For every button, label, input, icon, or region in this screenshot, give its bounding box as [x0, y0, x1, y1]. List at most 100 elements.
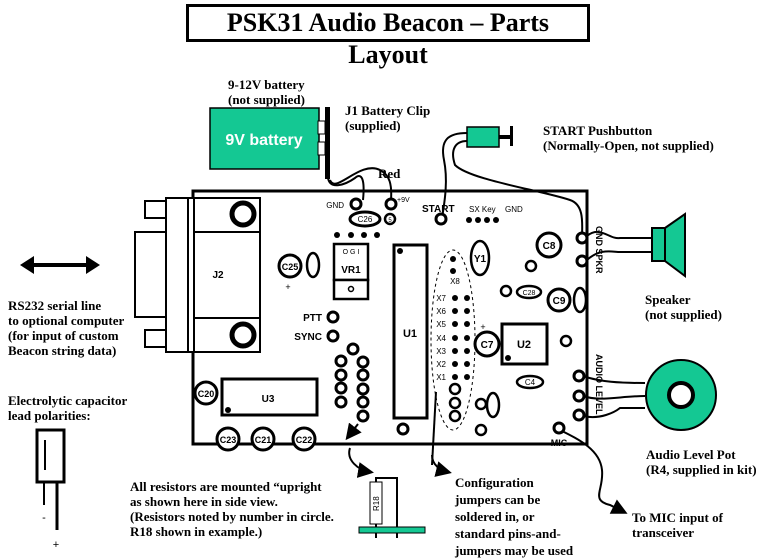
jumper-note-line5: jumpers may be used — [455, 543, 574, 558]
mic-label-line1: To MIC input of — [632, 510, 723, 525]
speaker-label: Speaker(not supplied) — [645, 292, 722, 322]
start-pushbutton — [466, 126, 513, 148]
c7-plus: + — [480, 322, 485, 332]
r5-label: 5 — [388, 218, 392, 224]
u3-chip — [220, 377, 319, 417]
c3-capacitor — [572, 286, 588, 314]
pushbutton-label: START Pushbutton(Normally-Open, not supp… — [543, 123, 714, 153]
resistor-pads — [334, 342, 410, 436]
c22-capacitor — [291, 426, 317, 452]
capacitor-polarity-illustration — [35, 428, 66, 530]
x6-label: X6 — [436, 307, 446, 316]
cap-label-line1: Electrolytic capacitor — [8, 393, 128, 408]
y1-label: Y1 — [474, 254, 487, 265]
c20-label: C20 — [198, 389, 215, 399]
c23-label: C23 — [220, 435, 237, 445]
c8-label: C8 — [543, 241, 556, 252]
r5-resistor — [383, 212, 397, 226]
x4-label: X4 — [436, 334, 446, 343]
battery-label: 9-12V battery(not supplied) — [228, 77, 305, 107]
rs232-label-line1: RS232 serial line — [8, 298, 102, 313]
gnd-label: GND — [326, 201, 344, 210]
c28-label: C28 — [523, 290, 536, 297]
audio-side-label: AUDIO LEVEL — [594, 354, 604, 415]
r18-example: R18 — [348, 447, 426, 538]
ptt-pad — [326, 310, 340, 324]
speaker-wire-1 — [586, 230, 652, 240]
audio-pad-1 — [572, 369, 586, 383]
u2-label: U2 — [517, 339, 531, 351]
mic-wire-arrow — [559, 429, 628, 514]
c8-capacitor — [535, 231, 563, 259]
spkr-side-label: GND SPKR — [594, 226, 604, 274]
red-wire-label: Red — [378, 166, 401, 181]
r18-label: R18 — [372, 496, 381, 511]
resistor-note-line2: as shown here in side view. — [130, 494, 278, 509]
jumper-pins — [450, 256, 470, 380]
cap-label-line2: lead polarities: — [8, 408, 91, 423]
u3-label: U3 — [262, 394, 275, 405]
battery-clip — [325, 107, 330, 179]
pot-wire-3 — [582, 407, 645, 418]
sync-pad — [326, 329, 340, 343]
pot-label-line2: (R4, supplied in kit) — [646, 462, 757, 477]
pot-label: Audio Level Pot(R4, supplied in kit) — [646, 447, 757, 477]
rs232-double-arrow — [20, 256, 100, 274]
c23-capacitor — [215, 426, 241, 452]
audio-level-pot — [645, 359, 717, 431]
start-pad — [434, 212, 448, 226]
cap-minus: - — [42, 512, 46, 524]
x5-label: X5 — [436, 320, 446, 329]
vr1-pins-label: O G I — [343, 249, 360, 256]
pushbutton-label-line2: (Normally-Open, not supplied) — [543, 138, 714, 153]
start-wire-2 — [452, 140, 584, 239]
clip-label-line2: (supplied) — [345, 118, 401, 133]
speaker-wire-2 — [586, 250, 652, 261]
mic-label: MIC — [551, 438, 568, 448]
battery-wire-red — [329, 167, 393, 201]
sxkey-label: SX Key — [469, 205, 496, 214]
page-title: PSK31 Audio Beacon – Parts Layout — [186, 4, 590, 69]
battery-label-line1: 9-12V battery — [228, 77, 305, 92]
rs232-label-line2: to optional computer — [8, 313, 125, 328]
jumper-note-line4: standard pins-and- — [455, 526, 561, 541]
power-pads: GND +9V START SX Key GND — [326, 197, 523, 226]
u1-label: U1 — [403, 328, 417, 340]
gnd-pad — [349, 197, 363, 211]
c5-capacitor — [485, 391, 501, 419]
ptt-label: PTT — [303, 313, 322, 324]
vr1-label: VR1 — [341, 265, 361, 276]
c26-capacitor — [348, 210, 382, 228]
jumper-note-line3: soldered in, or — [455, 509, 535, 524]
battery-label-line2: (not supplied) — [228, 92, 305, 107]
c9-capacitor — [546, 287, 572, 313]
x3-label: X3 — [436, 347, 446, 356]
pot-wire-1 — [582, 375, 646, 384]
c4-label: C4 — [525, 378, 536, 387]
speaker — [651, 212, 686, 278]
battery: 9V battery — [209, 107, 330, 179]
mic-label-line2: transceiver — [632, 525, 695, 540]
spkr-gnd-pad — [575, 231, 589, 245]
c7-label: C7 — [481, 340, 494, 351]
c20-capacitor — [193, 380, 219, 406]
y1-crystal — [469, 239, 491, 277]
c25-capacitor — [277, 253, 303, 279]
plus9v-label: +9V — [397, 197, 410, 204]
jumper-note-line2: jumpers can be — [455, 492, 541, 507]
sxkey-gnd-label: GND — [505, 205, 523, 214]
jumper-arrow — [431, 454, 452, 477]
c21-label: C21 — [255, 435, 272, 445]
c25-plus: + — [285, 282, 290, 292]
resistor-note-line3: (Resistors noted by number in circle. — [130, 509, 334, 524]
start-wire-1 — [441, 132, 468, 219]
c9-label: C9 — [553, 296, 566, 307]
u2-chip — [500, 322, 549, 366]
jumper-note-line1: Configuration — [455, 475, 534, 490]
c24-capacitor — [305, 251, 321, 279]
c21-capacitor — [250, 426, 276, 452]
